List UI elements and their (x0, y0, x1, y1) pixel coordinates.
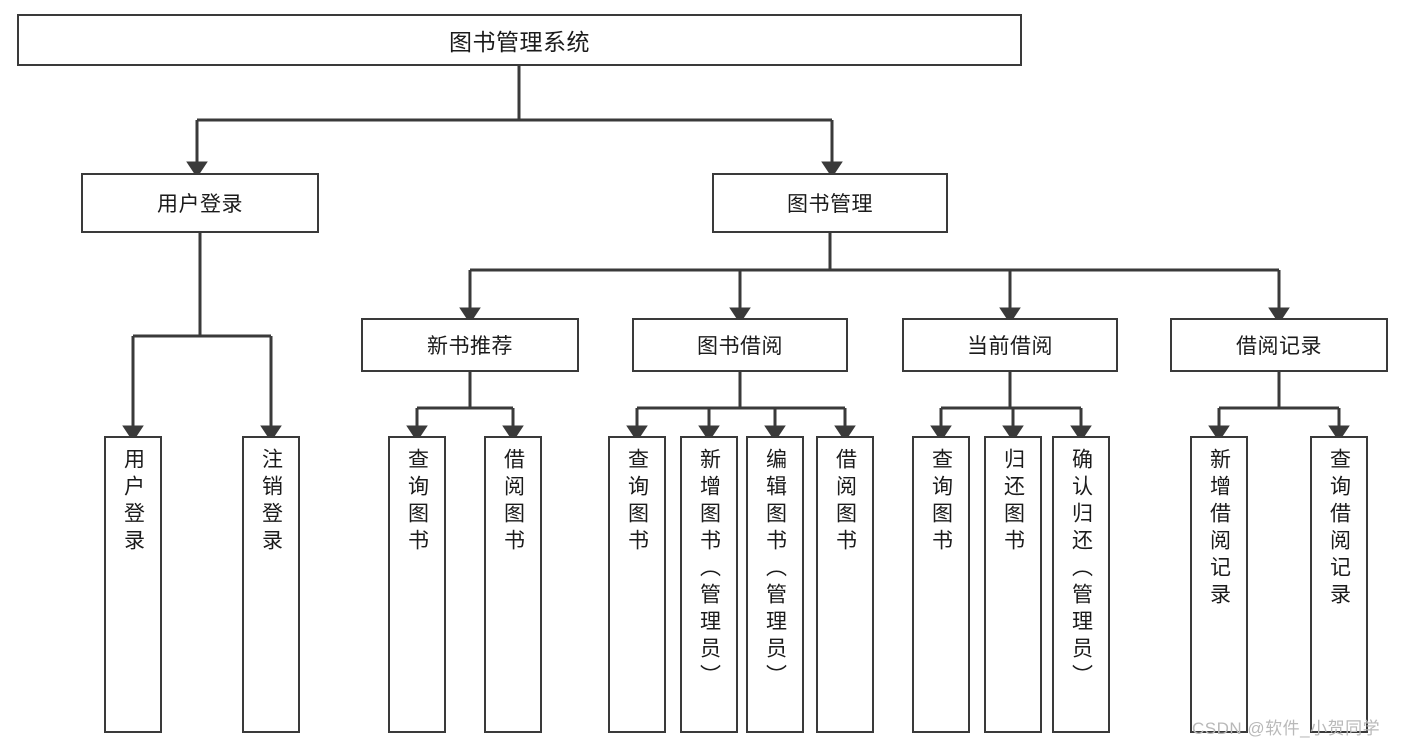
leaf-label: 归还图书 (1001, 448, 1025, 556)
leaf-query-book-newbook[interactable]: 查询图书 (388, 436, 446, 733)
leaf-label: 编辑图书（管理员） (763, 448, 787, 691)
leaf-logout[interactable]: 注销登录 (242, 436, 300, 733)
leaf-label: 新增借阅记录 (1207, 448, 1231, 610)
node-borrow-record[interactable]: 借阅记录 (1170, 318, 1388, 372)
node-current-borrow[interactable]: 当前借阅 (902, 318, 1118, 372)
node-root[interactable]: 图书管理系统 (17, 14, 1022, 66)
leaf-return-book[interactable]: 归还图书 (984, 436, 1042, 733)
leaf-label: 新增图书（管理员） (697, 448, 721, 691)
leaf-label: 查询借阅记录 (1327, 448, 1351, 610)
leaf-user-login[interactable]: 用户登录 (104, 436, 162, 733)
leaf-label: 查询图书 (405, 448, 429, 556)
node-book-management[interactable]: 图书管理 (712, 173, 948, 233)
leaf-query-borrow-record[interactable]: 查询借阅记录 (1310, 436, 1368, 733)
leaf-label: 查询图书 (929, 448, 953, 556)
node-book-borrow[interactable]: 图书借阅 (632, 318, 848, 372)
leaf-label: 借阅图书 (833, 448, 857, 556)
csdn-watermark: CSDN @软件_小贺同学 (1192, 719, 1381, 738)
leaf-label: 借阅图书 (501, 448, 525, 556)
leaf-confirm-return-admin[interactable]: 确认归还（管理员） (1052, 436, 1110, 733)
node-new-book-recommend[interactable]: 新书推荐 (361, 318, 579, 372)
leaf-edit-book-admin[interactable]: 编辑图书（管理员） (746, 436, 804, 733)
leaf-label: 查询图书 (625, 448, 649, 556)
leaf-lend-book[interactable]: 借阅图书 (816, 436, 874, 733)
leaf-label: 注销登录 (259, 448, 283, 556)
node-user-login[interactable]: 用户登录 (81, 173, 319, 233)
leaf-add-book-admin[interactable]: 新增图书（管理员） (680, 436, 738, 733)
leaf-label: 确认归还（管理员） (1069, 448, 1093, 691)
leaf-add-borrow-record[interactable]: 新增借阅记录 (1190, 436, 1248, 733)
leaf-borrow-book-newbook[interactable]: 借阅图书 (484, 436, 542, 733)
leaf-query-book-current[interactable]: 查询图书 (912, 436, 970, 733)
leaf-query-book-borrow[interactable]: 查询图书 (608, 436, 666, 733)
leaf-label: 用户登录 (121, 448, 145, 556)
